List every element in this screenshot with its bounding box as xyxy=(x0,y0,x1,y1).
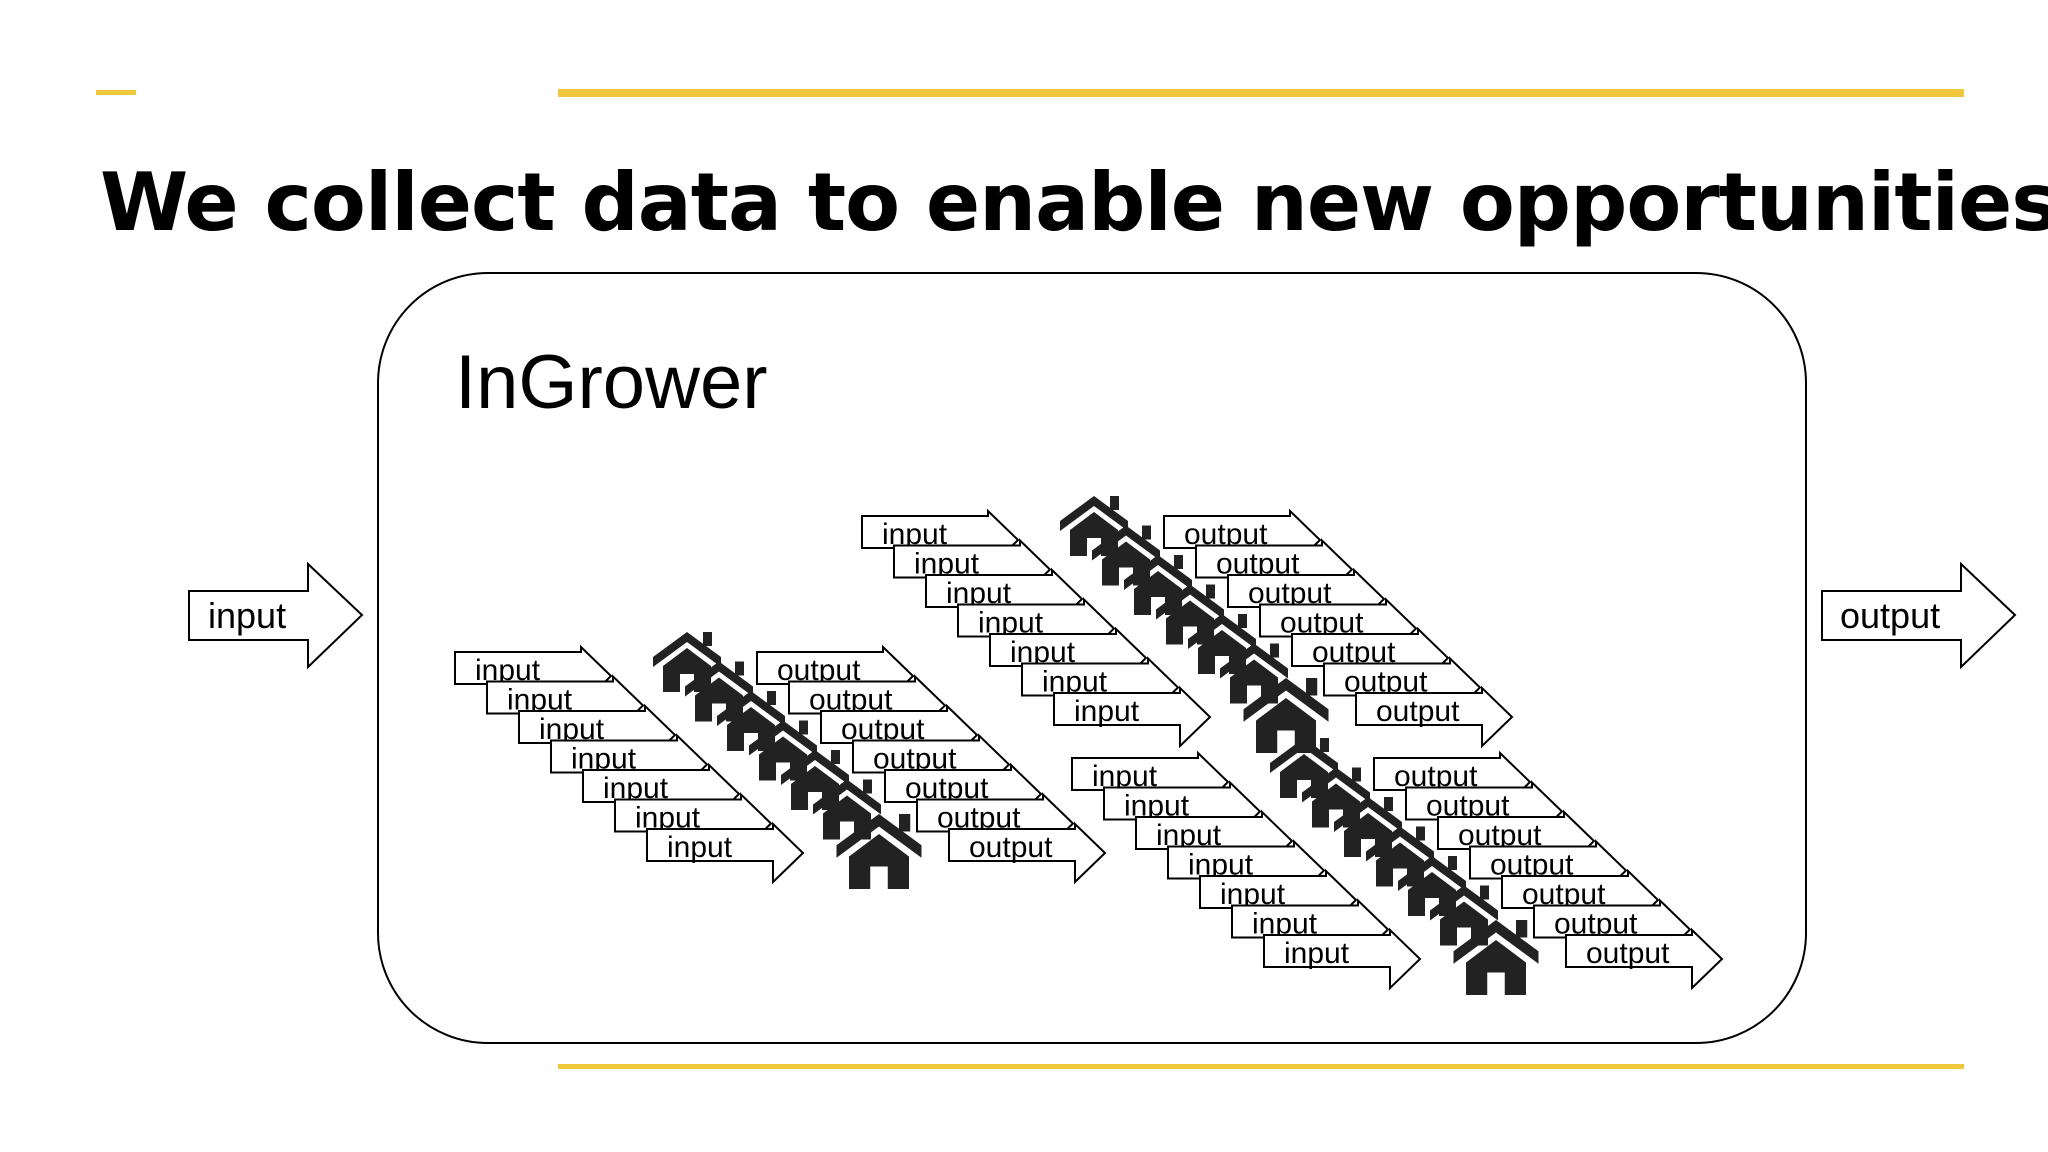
house-icon xyxy=(1060,496,1128,556)
house-icon xyxy=(1453,920,1539,995)
group-1-input-arrow-7: input xyxy=(646,821,805,885)
ingrower-system-box xyxy=(377,272,1807,1044)
group-2-input-arrow-5: input xyxy=(989,626,1148,690)
group-3-output-arrow-7-label: output xyxy=(1586,937,1670,970)
group-3-input-arrow-3: input xyxy=(1135,809,1294,873)
house-icon xyxy=(1270,738,1338,798)
group-2-output-arrow-7: output xyxy=(1355,685,1514,749)
group-1-output-arrow-7-label: output xyxy=(969,831,1053,864)
house-icon xyxy=(1243,678,1329,753)
slide-title: We collect data to enable new opportunit… xyxy=(100,156,2048,249)
house-icon xyxy=(836,814,922,889)
system-label: InGrower xyxy=(455,340,768,425)
group-2-input-arrow-7-label: input xyxy=(1074,695,1140,728)
process-groups: input output input output input output input ou… xyxy=(454,496,1724,995)
group-1-output-arrow-7: output xyxy=(948,821,1107,885)
accent-rule-top xyxy=(558,89,1964,97)
group-3-output-arrow-1: output xyxy=(1373,750,1532,814)
group-3-output-arrow-7: output xyxy=(1565,927,1724,991)
outer-output-arrow: output xyxy=(1821,561,2017,670)
group-1-input-arrow-7-label: input xyxy=(667,831,733,864)
accent-rule-short xyxy=(96,90,136,95)
group-3-input-arrow-7-label: input xyxy=(1284,937,1350,970)
outer-input-arrow: input xyxy=(188,561,364,670)
outer-input-label: input xyxy=(208,595,286,636)
group-3-input-arrow-7: input xyxy=(1263,927,1422,991)
accent-rule-bottom xyxy=(558,1064,1964,1069)
group-2-input-arrow-7: input xyxy=(1053,685,1212,749)
group-2-output-arrow-7-label: output xyxy=(1376,695,1460,728)
outer-output-label: output xyxy=(1840,595,1940,636)
house-icon xyxy=(653,632,721,692)
